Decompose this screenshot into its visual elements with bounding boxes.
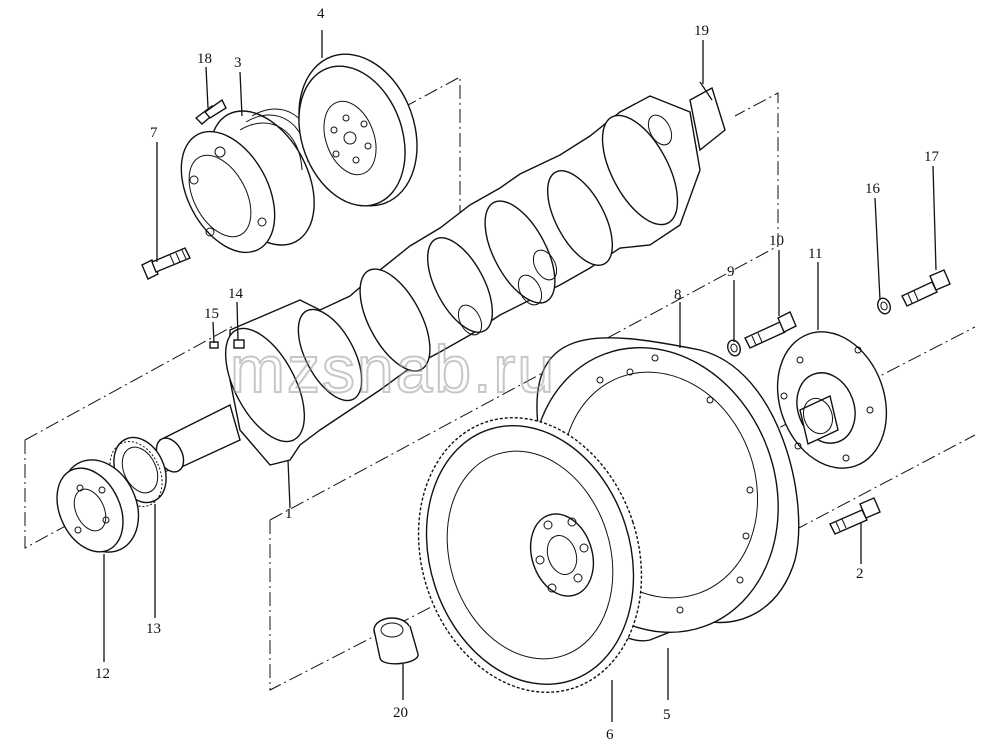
adapter-flange [776,331,888,469]
bushing-20 [373,617,419,665]
crankshaft [155,81,726,473]
ring-12 [56,459,140,553]
callout-5: 5 [663,707,671,723]
callout-labels: 1 2 3 4 5 6 7 8 9 10 11 12 13 14 15 16 1… [95,6,940,741]
callout-11: 11 [808,246,822,262]
callout-6: 6 [606,727,614,741]
bolt-10 [744,311,797,349]
callout-3: 3 [234,55,242,71]
callout-9: 9 [727,264,735,280]
bolt-7 [141,247,191,280]
callout-18: 18 [197,51,212,67]
callout-8: 8 [674,287,682,303]
callout-2: 2 [856,566,864,582]
washer-16 [877,297,891,315]
leader-lines [103,30,937,722]
callout-4: 4 [317,6,325,22]
washer-9 [727,339,741,357]
pulley [180,98,315,254]
flywheel [417,417,643,693]
callout-10: 10 [769,233,784,249]
callout-12: 12 [95,666,110,682]
callout-15: 15 [204,306,219,322]
damper [298,53,418,207]
bolt-17 [901,269,951,307]
callout-1: 1 [285,506,293,522]
callout-20: 20 [393,705,408,721]
watermark-text: mzsnab.ru [230,332,556,406]
callout-7: 7 [150,125,158,141]
callout-13: 13 [146,621,161,637]
callout-19: 19 [694,23,709,39]
bolt-2 [829,497,881,535]
callout-16: 16 [865,181,881,197]
callout-14: 14 [228,286,244,302]
callout-17: 17 [924,149,940,165]
